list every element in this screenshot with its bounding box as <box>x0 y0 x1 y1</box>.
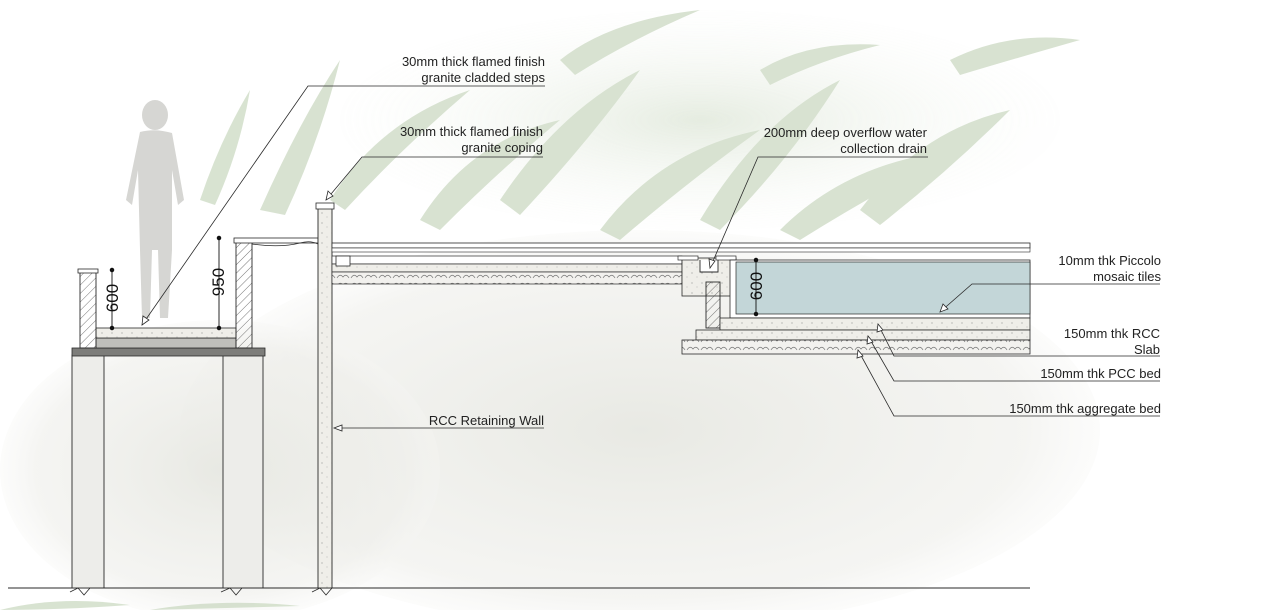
leader-aggregate <box>857 349 1160 417</box>
planter-base-slab <box>95 337 237 349</box>
dimension-text-600-pool: 600 <box>747 271 766 301</box>
dimension-line-600-pool <box>753 257 759 317</box>
label-overflow-drain: 200mm deep overflow water collection dra… <box>727 125 927 157</box>
label-aggregate-bed: 150mm thk aggregate bed <box>1009 401 1161 416</box>
label-granite-steps-line2: granite cladded steps <box>421 70 545 85</box>
label-mosaic-tiles: 10mm thk Piccolo mosaic tiles <box>1000 253 1161 285</box>
label-mosaic-tiles-line2: mosaic tiles <box>1093 269 1161 284</box>
column-right <box>220 354 265 596</box>
column-left <box>69 354 106 596</box>
leader-rcc <box>877 323 1160 357</box>
human-figure-silhouette <box>126 100 184 318</box>
leader-lines <box>141 85 1160 429</box>
pool-structure <box>681 259 1031 355</box>
dimension-line-950 <box>216 235 222 331</box>
label-pcc-bed: 150mm thk PCC bed <box>1040 366 1161 381</box>
leader-arrowheads <box>141 190 949 432</box>
label-granite-coping: 30mm thick flamed finish granite coping <box>358 124 543 156</box>
dimension-text-950: 950 <box>209 267 228 297</box>
planter-base-beam <box>71 347 266 357</box>
leader-drain <box>709 156 928 269</box>
dimension-text-600-left: 600 <box>103 283 122 313</box>
deck-layers <box>331 242 1031 285</box>
label-granite-coping-line1: 30mm thick flamed finish <box>399 124 543 139</box>
label-overflow-drain-line1: 200mm deep overflow water <box>763 125 927 140</box>
planter-wall-left <box>77 268 99 349</box>
label-rcc-slab-line2: Slab <box>1133 342 1160 357</box>
label-overflow-drain-line2: collection drain <box>840 141 927 156</box>
label-mosaic-tiles-line1: 10mm thk Piccolo <box>1058 253 1161 268</box>
label-rcc-slab: 150mm thk RCC Slab <box>1000 326 1160 358</box>
planter-bed <box>95 327 237 339</box>
label-rcc-slab-line1: 150mm thk RCC <box>1063 326 1160 341</box>
rcc-retaining-wall <box>311 202 340 596</box>
leader-tiles <box>939 283 1160 313</box>
background-foliage <box>0 10 1080 610</box>
label-granite-steps: 30mm thick flamed finish granite cladded… <box>360 54 545 86</box>
leader-coping <box>325 156 543 201</box>
leader-steps <box>141 85 545 326</box>
label-granite-steps-line1: 30mm thick flamed finish <box>401 54 545 69</box>
label-retaining-wall: RCC Retaining Wall <box>428 413 544 428</box>
leader-pcc <box>867 335 1160 382</box>
dimension-line-600-left <box>109 267 115 331</box>
label-granite-coping-line2: granite coping <box>461 140 543 155</box>
